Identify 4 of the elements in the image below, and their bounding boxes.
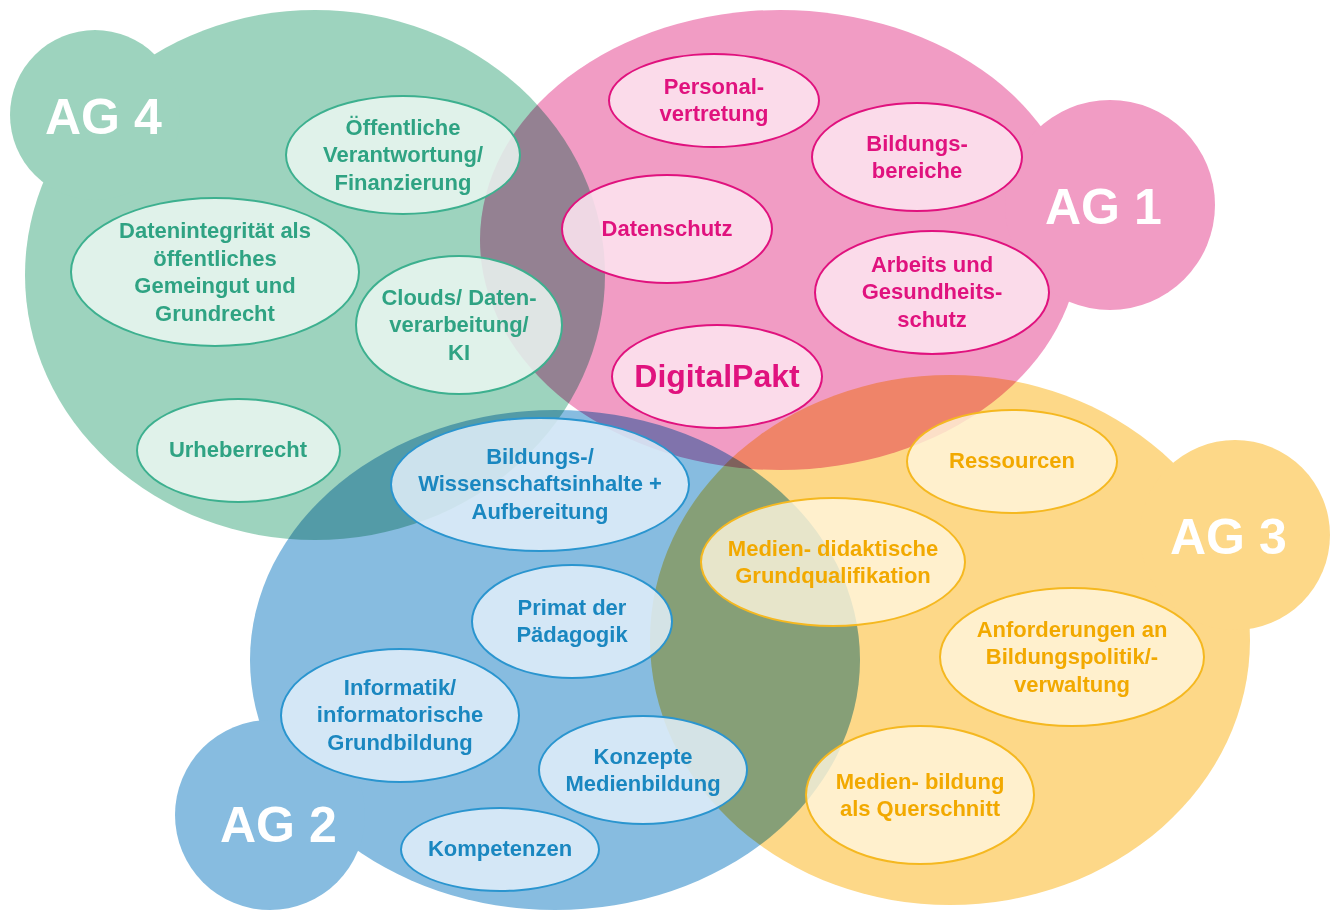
group-label: AG 3 — [1170, 512, 1287, 562]
group-label: AG 4 — [45, 92, 162, 142]
group-label: AG 2 — [220, 800, 337, 850]
group-label: AG 1 — [1045, 182, 1162, 232]
